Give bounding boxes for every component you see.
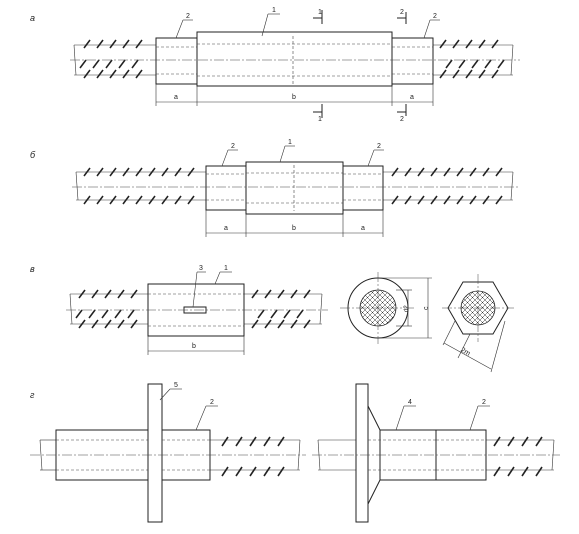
dim-v-hex: 2m: [459, 347, 471, 358]
dim-v-inner-diameter: d2: [404, 305, 410, 312]
callout-g-nut-left: 2: [210, 399, 214, 406]
dim-b-right: a: [361, 225, 365, 232]
panel-b: б 2 1: [30, 139, 520, 237]
dim-a-right: a: [410, 94, 414, 101]
nut-right-a: [391, 37, 434, 85]
dim-a-middle: b: [292, 94, 296, 101]
sleeve-a: [196, 31, 393, 87]
callout-a-sleeve: 1: [272, 7, 276, 14]
section-a-top-2: 2: [400, 9, 404, 16]
rebar-left-b: [75, 167, 206, 205]
callout-v-wedge: 3: [199, 265, 203, 272]
callout-b-sleeve: 1: [288, 139, 292, 146]
panel-b-label: б: [30, 150, 36, 160]
dim-b-left: a: [224, 225, 228, 232]
hex-section: 2m: [442, 274, 514, 373]
panel-a: а: [30, 7, 520, 123]
rebar-right-a: [432, 39, 514, 79]
rebar-right-v: [244, 289, 323, 329]
callout-g-flange: 4: [408, 399, 412, 406]
sleeve-b: [245, 161, 344, 215]
nut-right-b: [342, 165, 384, 211]
rebar-right-b: [383, 167, 514, 205]
panel-a-label: а: [30, 13, 35, 23]
rebar-g-left-assembly: [39, 436, 301, 477]
callout-b-nut-left: 2: [231, 143, 235, 150]
dim-v-length: b: [192, 343, 196, 350]
nut-left-b: [205, 165, 247, 211]
rebar-left-a: [73, 39, 156, 79]
callout-b-nut-right: 2: [377, 143, 381, 150]
section-a-bottom-1: 1: [318, 116, 322, 123]
panel-v: в 3 1: [30, 264, 514, 373]
dim-a-left: a: [174, 94, 178, 101]
callout-a-nut-left: 2: [186, 13, 190, 20]
callout-g-nut-right: 2: [482, 399, 486, 406]
section-a-bottom-2: 2: [400, 116, 404, 123]
panel-g-label: г: [30, 390, 35, 400]
dim-b-middle: b: [292, 225, 296, 232]
rebar-left-v: [69, 289, 148, 329]
plate-g: [147, 383, 163, 523]
nut-left-a: [155, 37, 198, 85]
panel-g: г 5 2: [30, 382, 560, 523]
callout-v-sleeve: 1: [224, 265, 228, 272]
callout-a-nut-right: 2: [433, 13, 437, 20]
dim-v-outer-diameter: c: [423, 306, 430, 310]
section-a-top-1: 1: [318, 9, 322, 16]
round-section: d2 c: [340, 272, 432, 344]
callout-g-plate: 5: [174, 382, 178, 389]
panel-v-label: в: [30, 264, 35, 274]
flange-plate-g: [355, 383, 369, 523]
